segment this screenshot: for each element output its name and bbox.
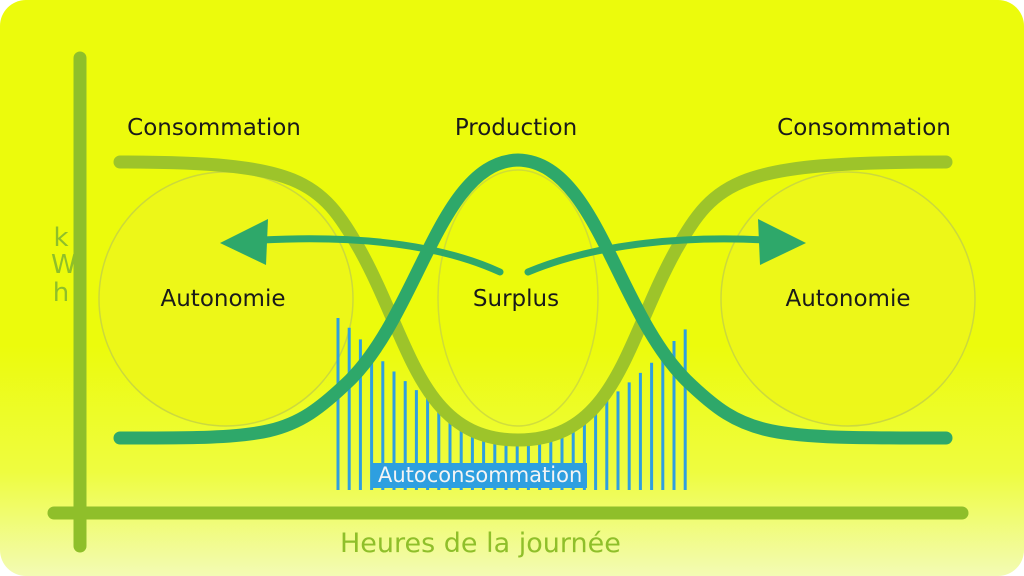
surplus-ellipse: [437, 169, 599, 427]
arrow-head-left: [220, 219, 268, 265]
production-curve: [113, 153, 953, 445]
arrow-to-left-autonomy: [258, 235, 504, 276]
surplus-label: Surplus: [472, 286, 560, 312]
arrow-to-right-autonomy: [524, 235, 770, 276]
production-label: Production: [454, 115, 578, 141]
consumption-label-right: Consommation: [777, 115, 951, 141]
self-consumption-label: Autoconsommation: [373, 463, 588, 488]
x-axis-label: Heures de la journée: [340, 528, 621, 559]
autonomy-label-right: Autonomie: [785, 286, 911, 312]
autonomy-label-left: Autonomie: [160, 286, 286, 312]
consumption-curve: [113, 155, 953, 447]
y-axis-label: kWh: [51, 223, 77, 308]
consumption-label-left: Consommation: [127, 115, 301, 141]
arrow-head-right: [758, 219, 806, 265]
